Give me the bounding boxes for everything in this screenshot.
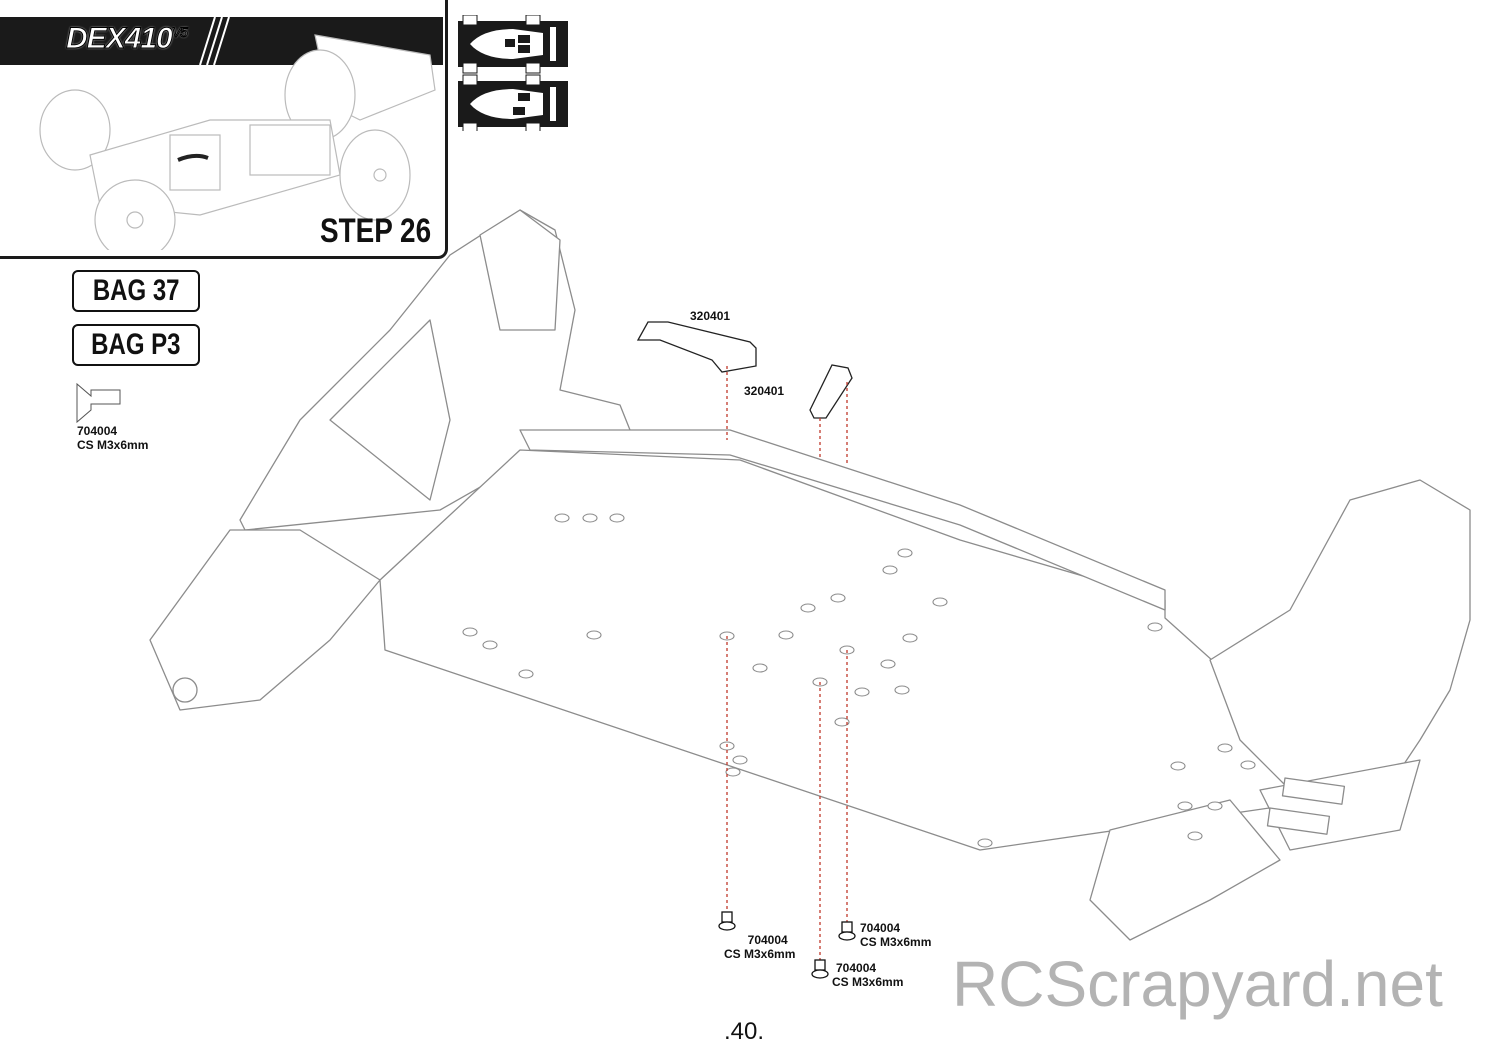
plate-holes [462, 513, 1256, 848]
bag-label: BAG P3 [72, 324, 200, 366]
band-stripes [199, 17, 230, 65]
bag-label: BAG 37 [72, 270, 200, 312]
step-number: STEP 26 [320, 212, 432, 250]
watermark: RCScrapyard.net [952, 948, 1443, 1020]
assembly-guide-lines [726, 366, 848, 960]
bottom-view-icon [458, 74, 568, 131]
car-overview-illustration [39, 34, 436, 250]
brand-logo: DEX410V5 [66, 22, 189, 56]
chassis-orientation-icons [458, 15, 568, 131]
top-view-icon [458, 15, 568, 74]
screw-icons [718, 911, 856, 979]
part-320401-post [809, 364, 853, 419]
callout-label: 320401 [690, 309, 731, 323]
screw-icon [76, 382, 121, 424]
page-number: .40. [724, 1018, 765, 1045]
callout-label: 320401 [744, 384, 785, 398]
part-320401-brace [636, 321, 757, 373]
step-header-box [0, 0, 448, 259]
